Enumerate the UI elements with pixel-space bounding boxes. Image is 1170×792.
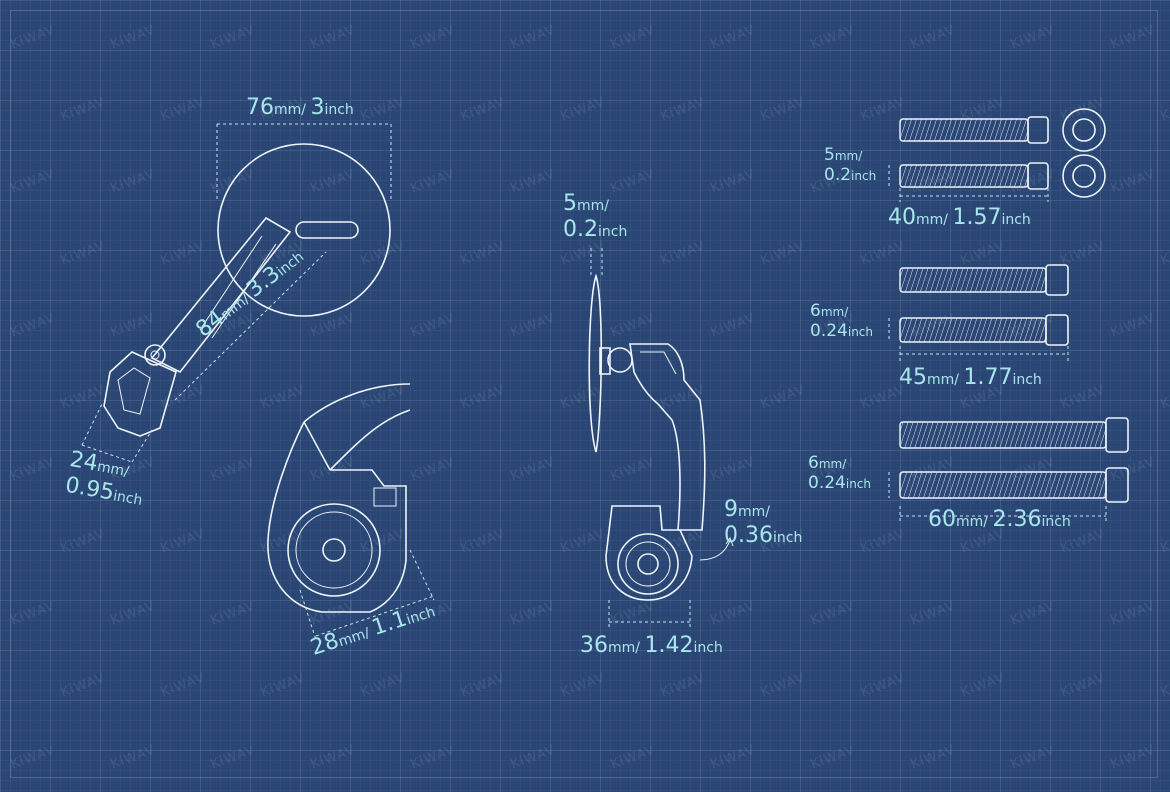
dim-clamp-width-side: 36mm/ 1.42inch	[580, 633, 723, 658]
dim-bolt1-length: 40mm/ 1.57inch	[888, 205, 1031, 230]
dim-bolt2-length: 45mm/ 1.77inch	[899, 365, 1042, 390]
front-view-mirror	[81, 123, 392, 463]
dim-mirror-thickness: 5mm/ 0.2inch	[563, 191, 628, 242]
dim-mirror-diameter: 76mm/ 3inch	[246, 95, 354, 120]
dim-bolt2-diameter: 6mm/ 0.24inch	[810, 301, 874, 341]
clamp-detail-view	[267, 383, 435, 641]
dim-bolt3-length: 60mm/ 2.36inch	[928, 507, 1071, 532]
side-view-mirror	[588, 248, 734, 628]
bolt-set-40mm	[888, 108, 1106, 202]
bolt-set-60mm	[888, 417, 1129, 522]
dim-clamp-gap: 9mm/ 0.36inch	[724, 497, 803, 548]
bolt-set-45mm	[888, 264, 1069, 362]
dim-bolt3-diameter: 6mm/ 0.24inch	[808, 453, 872, 493]
blueprint-border	[10, 10, 1158, 778]
dim-bolt1-diameter: 5mm/ 0.2inch	[824, 145, 877, 185]
